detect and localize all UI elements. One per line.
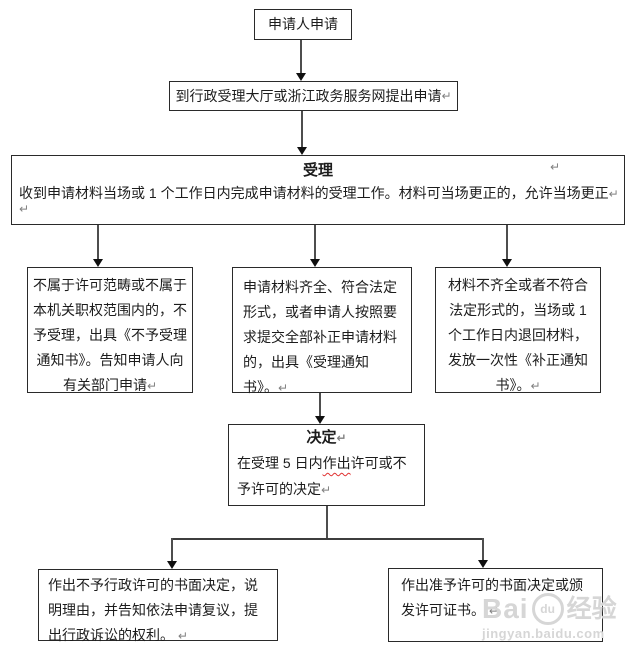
connector-accept-reject [97, 225, 99, 260]
decide-body-post: 许可或不予许可的决定 [237, 455, 407, 497]
arrow-down-icon [93, 259, 103, 267]
decide-body-spellcheck: 作出 [322, 455, 351, 471]
flow-box-supplement: 材料不齐全或者不符合法定形式的，当场或 1 个工作日内退回材料，发放一次性《补正… [435, 267, 601, 393]
decide-body-pre: 在受理 5 日内 [237, 455, 323, 471]
connector-decide-branch [171, 538, 484, 540]
arrow-down-icon [297, 147, 307, 155]
accept-body: 收到申请材料当场或 1 个工作日内完成申请材料的受理工作。材料可当场更正的，允许… [19, 185, 609, 201]
flow-box-accept-section: 受理 ↵ 收到申请材料当场或 1 个工作日内完成申请材料的受理工作。材料可当场更… [11, 155, 625, 225]
flow-box-accepted: 申请材料齐全、符合法定形式，或者申请人按照要求提交全部补正申请材料的，出具《受理… [232, 267, 412, 395]
connector-submit-accept [301, 111, 303, 148]
flow-box-reject: 不属于许可范畴或不属于本机关职权范围内的，不予受理，出具《不予受理通知书》。告知… [27, 267, 193, 393]
deny-text: 作出不予行政许可的书面决定，说明理由，并告知依法申请复议，提出行政诉讼的权利。 [48, 577, 258, 643]
paragraph-mark: ↵ [530, 379, 541, 393]
baidu-logo-du: du [540, 602, 555, 616]
arrow-down-icon [315, 416, 325, 424]
paragraph-mark: ↵ [177, 629, 188, 643]
arrow-down-icon [478, 560, 488, 568]
flow-box-decide: 决定↵ 在受理 5 日内作出许可或不予许可的决定↵ [228, 424, 425, 506]
grant-text: 作出准予许可的书面决定或颁发许可证书。 [401, 577, 583, 618]
arrow-down-icon [167, 561, 177, 569]
arrow-down-icon [310, 259, 320, 267]
connector-decide-stub [326, 506, 328, 539]
arrow-down-icon [502, 259, 512, 267]
paragraph-mark: ↵ [278, 381, 289, 395]
connector-accept-supplement [506, 225, 508, 260]
flow-box-applicant: 申请人申请 [254, 9, 352, 40]
submit-label: 到行政受理大厅或浙江政务服务网提出申请 [175, 87, 442, 104]
connector-branch-deny [171, 538, 173, 561]
watermark-url: jingyan.baidu.com [482, 626, 605, 641]
flow-box-grant: 作出准予许可的书面决定或颁发许可证书。 ↵ [388, 568, 603, 642]
applicant-label: 申请人申请 [268, 16, 338, 32]
arrow-down-icon [296, 73, 306, 81]
paragraph-mark: ↵ [19, 202, 30, 216]
connector-accept-accepted [314, 225, 316, 260]
baidu-logo-jingyan: 经验 [566, 595, 617, 623]
reject-text: 不属于许可范畴或不属于本机关职权范围内的，不予受理，出具《不予受理通知书》。告知… [33, 277, 187, 393]
paragraph-mark: ↵ [488, 604, 499, 618]
paragraph-mark: ↵ [608, 187, 619, 201]
accept-title: 受理 [302, 162, 333, 179]
connector-applicant-submit [300, 40, 302, 74]
baidu-logo: Bai du 经验 [482, 593, 617, 625]
paragraph-mark: ↵ [336, 431, 347, 445]
connector-branch-grant [482, 538, 484, 561]
baidu-logo-bai: Bai [482, 593, 529, 624]
paragraph-mark: ↵ [321, 483, 332, 497]
baidu-paw-icon: du [531, 593, 564, 625]
connector-accepted-decide [319, 393, 321, 417]
decide-title: 决定 [306, 429, 337, 446]
paragraph-mark: ↵ [550, 160, 561, 174]
supplement-text: 材料不齐全或者不符合法定形式的，当场或 1 个工作日内退回材料，发放一次性《补正… [448, 277, 588, 393]
baidu-jingyan-watermark: Bai du 经验 jingyan.baidu.com [482, 593, 617, 641]
paragraph-mark: ↵ [146, 379, 158, 393]
decide-body: 在受理 5 日内作出许可或不予许可的决定↵ [237, 450, 416, 502]
flow-box-deny: 作出不予行政许可的书面决定，说明理由，并告知依法申请复议，提出行政诉讼的权利。 … [38, 569, 278, 643]
paragraph-mark: ↵ [441, 89, 452, 103]
flow-box-submit: 到行政受理大厅或浙江政务服务网提出申请↵ [169, 81, 458, 111]
accepted-text: 申请材料齐全、符合法定形式，或者申请人按照要求提交全部补正申请材料的，出具《受理… [243, 279, 397, 395]
